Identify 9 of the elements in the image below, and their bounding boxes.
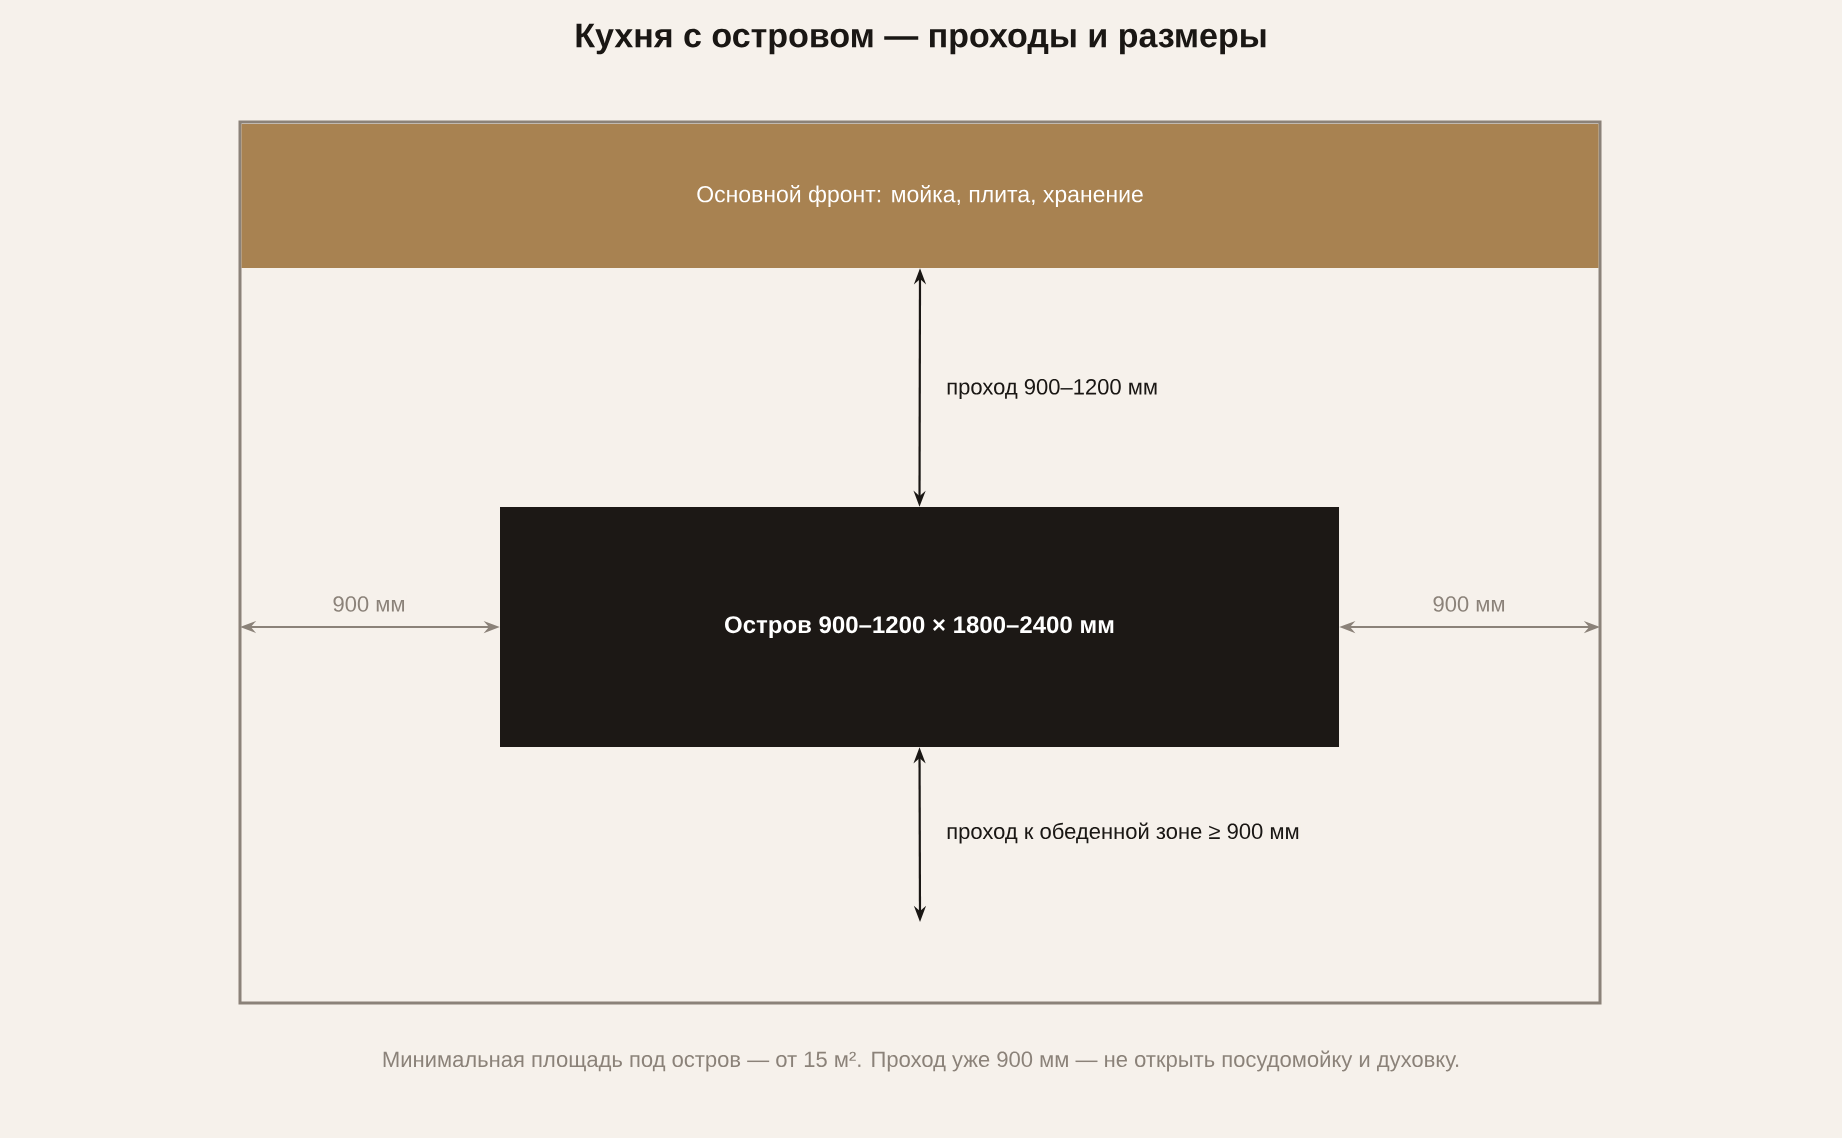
caption: Минимальная площадь под остров — от 15 м². Проход уже 900 мм — не открыть посудомойку и духовку.	[383, 1050, 1459, 1072]
room-outline	[238, 120, 1602, 1005]
edge-label: 900 мм	[1431, 595, 1507, 613]
island-block: Остров 900–1200 × 1800–2400 мм	[500, 507, 1339, 747]
edge-label: проход 900–1200 мм	[945, 378, 1160, 400]
worktop-band: Основной фронт: мойка, плита, хранение	[241, 124, 1599, 268]
edge-label: проход к обеденной зоне ≥ 900 мм	[945, 821, 1301, 845]
title: Кухня с островом — проходы и размеры	[576, 23, 1266, 55]
edge-label: 900 мм	[331, 595, 407, 613]
